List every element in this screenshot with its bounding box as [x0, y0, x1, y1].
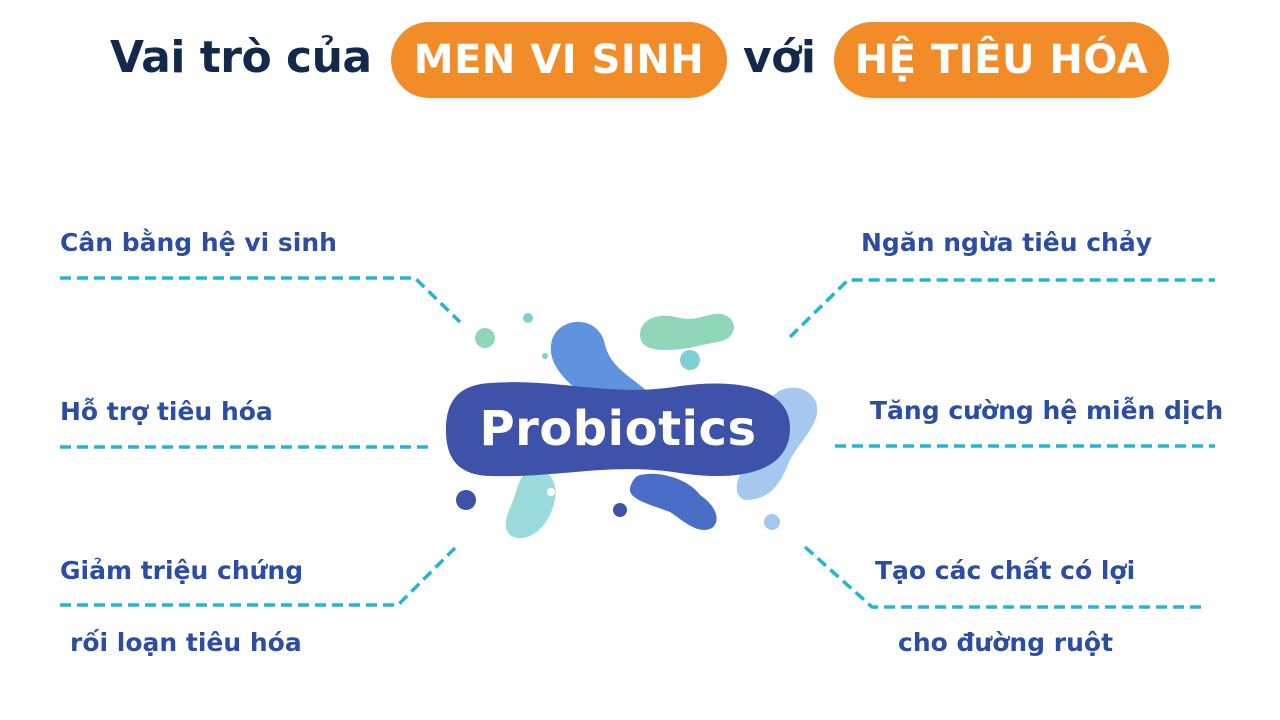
connector-lines: [60, 276, 1215, 609]
dot-blue-small: [613, 503, 627, 517]
blob-teal-bottom: [505, 470, 556, 539]
center-blob-highlight-dot: [547, 488, 555, 496]
title-connector: với: [743, 32, 816, 83]
highlight-text-2: HỆ TIÊU HÓA: [854, 37, 1149, 83]
center-blob: [446, 382, 790, 477]
benefit-label-reduce-symptoms-line1: Giảm triệu chứng: [60, 556, 304, 585]
benefit-label-reduce-symptoms-line2: rối loạn tiêu hóa: [70, 628, 302, 657]
dot-teal-small: [523, 313, 533, 323]
benefit-label-digestion-support: Hỗ trợ tiêu hóa: [60, 397, 273, 426]
connector-left-bottom: [60, 546, 457, 607]
benefit-label-prevent-diarrhea: Ngăn ngừa tiêu chảy: [861, 228, 1153, 257]
dot-green: [475, 328, 495, 348]
title-row: Vai trò của MEN VI SINH với HỆ TIÊU HÓA: [0, 22, 1280, 100]
benefit-label-beneficial-substances-line2: cho đường ruột: [898, 628, 1114, 657]
highlight-text-1: MEN VI SINH: [413, 37, 705, 83]
dot-navy: [456, 490, 476, 510]
center-label: Probiotics: [479, 401, 757, 457]
benefit-label-balance: Cân bằng hệ vi sinh: [60, 228, 337, 257]
blob-green-top: [640, 313, 734, 350]
blob-blue-bottom: [629, 473, 717, 530]
benefit-label-beneficial-substances-line1: Tạo các chất có lợi: [875, 556, 1136, 585]
dot-teal-tiny: [542, 353, 548, 359]
highlight-pill-digestive: HỆ TIÊU HÓA: [834, 22, 1169, 98]
benefit-label-immunity: Tăng cường hệ miễn dịch: [870, 396, 1224, 425]
connector-right-bottom: [803, 545, 1202, 609]
highlight-pill-probiotics: MEN VI SINH: [391, 22, 727, 98]
title-prefix: Vai trò của: [110, 32, 372, 83]
connector-right-top: [788, 278, 1215, 339]
connector-left-top: [60, 276, 462, 324]
splash-decoration: [446, 313, 818, 539]
dot-lightblue: [764, 514, 780, 530]
dot-teal: [680, 350, 700, 370]
